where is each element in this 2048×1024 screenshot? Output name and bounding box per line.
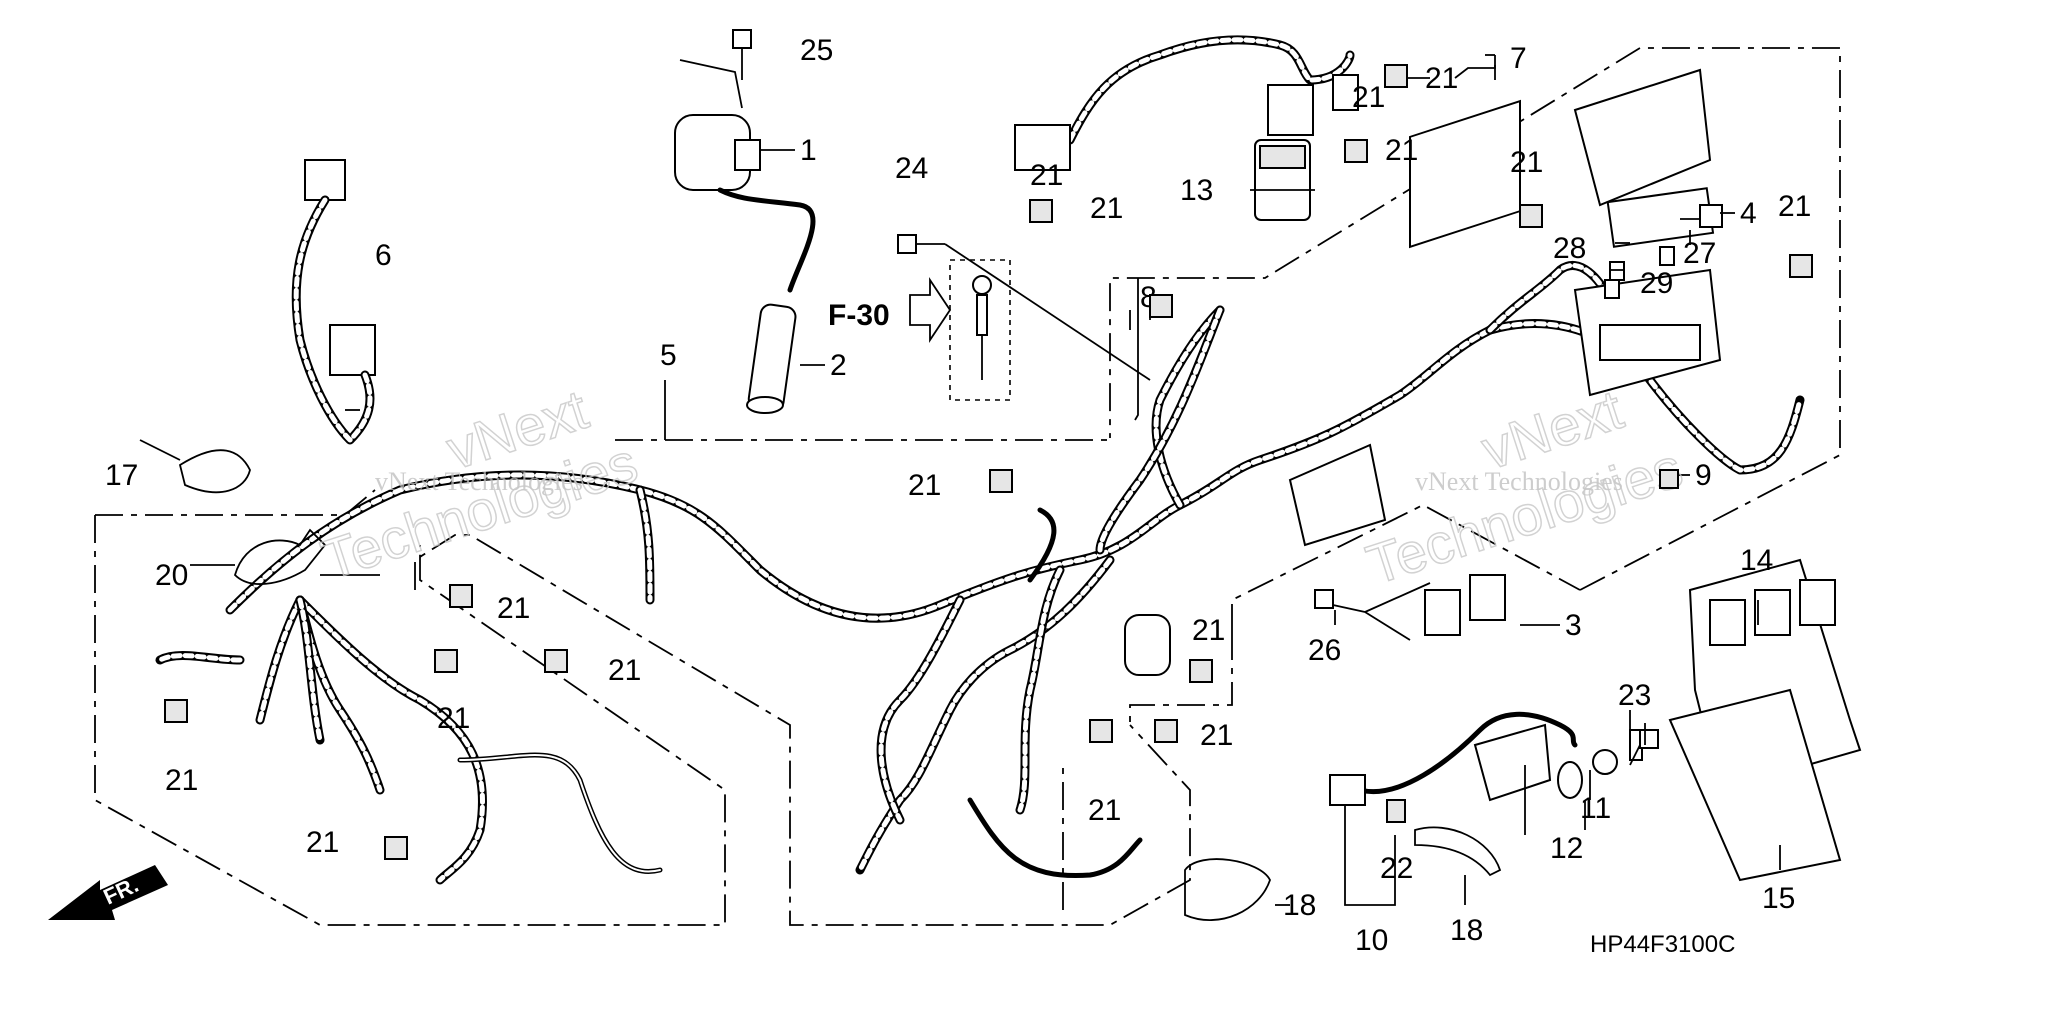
watermark-line-1: vNext Technologies (375, 467, 583, 496)
clip-21-f (989, 469, 1013, 493)
callout-7: 7 (1510, 42, 1527, 75)
callout-18-right: 18 (1450, 914, 1483, 947)
box-part-16 (1288, 443, 1387, 547)
callout-labels: 1 2 3 4 5 6 7 8 9 10 11 12 13 14 15 17 1… (105, 34, 1811, 958)
main-wire-harness (155, 260, 1805, 885)
callout-13: 13 (1180, 174, 1213, 207)
callout-21-k: 21 (306, 826, 339, 859)
clip-21-c (1029, 199, 1053, 223)
callout-21-l: 21 (1192, 614, 1225, 647)
callout-21-p: 21 (1352, 81, 1385, 114)
callout-4: 4 (1740, 197, 1757, 230)
relay-13 (1254, 139, 1311, 221)
callout-20: 20 (155, 559, 188, 592)
callout-12: 12 (1550, 832, 1583, 865)
clip-21-j (164, 699, 188, 723)
callout-25: 25 (800, 34, 833, 67)
clip-21-g (449, 584, 473, 608)
callout-21-o: 21 (1030, 159, 1063, 192)
callout-15: 15 (1762, 882, 1795, 915)
clips-21 (164, 64, 1813, 860)
ecu-15 (1668, 688, 1842, 882)
band-18-right (1414, 826, 1502, 877)
callout-21-f: 21 (908, 469, 941, 502)
callout-24: 24 (895, 152, 928, 185)
callout-6: 6 (375, 239, 392, 272)
callout-21-n: 21 (1088, 794, 1121, 827)
band-17 (178, 449, 251, 494)
f30-reference (909, 259, 1011, 401)
band-20 (233, 528, 327, 585)
spark-plug-cap (746, 303, 797, 414)
clip-21-i (434, 649, 458, 673)
callout-18-left: 18 (1283, 889, 1316, 922)
callout-21-c: 21 (1090, 192, 1123, 225)
callout-21-h: 21 (608, 654, 641, 687)
clip-8 (1149, 294, 1173, 318)
clip-21-a (1384, 64, 1408, 88)
callout-17: 17 (105, 459, 138, 492)
clip-22 (1386, 799, 1406, 823)
clip-21-n (1089, 719, 1113, 743)
callout-27: 27 (1683, 237, 1716, 270)
callout-21-i: 21 (437, 702, 470, 735)
clip-9 (1659, 469, 1679, 489)
callout-2: 2 (830, 349, 847, 382)
callout-21-d: 21 (1510, 146, 1543, 179)
front-arrow: FR. (48, 865, 168, 920)
sub-harness-7 (1014, 35, 1359, 171)
clip-21-k (384, 836, 408, 860)
sensor-12 (1473, 723, 1643, 802)
callout-14: 14 (1740, 544, 1773, 577)
callout-10: 10 (1355, 924, 1388, 957)
section-reference-f30: F-30 (828, 299, 890, 332)
callout-21-e: 21 (1778, 190, 1811, 223)
callout-21-b: 21 (1385, 134, 1418, 167)
condenser (1124, 614, 1171, 676)
clip-21-m (1154, 719, 1178, 743)
connector-10 (1329, 774, 1366, 806)
callout-3: 3 (1565, 609, 1582, 642)
clip-21-e (1789, 254, 1813, 278)
regulator-rectifier-3 (1409, 99, 1521, 636)
group-outlines (94, 47, 1841, 926)
sub-harness-6 (291, 159, 376, 445)
band-18-left (1184, 858, 1271, 921)
callout-22: 22 (1380, 852, 1413, 885)
ignition-coil (674, 114, 816, 293)
leader-lines (139, 54, 1781, 906)
callout-28: 28 (1553, 232, 1586, 265)
clip-21-l (1189, 659, 1213, 683)
callout-26: 26 (1308, 634, 1341, 667)
coil-bolt-25 (679, 29, 752, 109)
callout-29: 29 (1640, 267, 1673, 300)
callout-5: 5 (660, 339, 677, 372)
fuse-box (1573, 68, 1723, 397)
callout-1: 1 (800, 134, 817, 167)
callout-23: 23 (1618, 679, 1651, 712)
callout-11: 11 (1580, 792, 1611, 825)
bolt-26 (1314, 582, 1431, 641)
diagram-reference-code: HP44F3100C (1590, 931, 1735, 958)
clip-21-h (544, 649, 568, 673)
callout-21-m: 21 (1200, 719, 1233, 752)
callout-21-j: 21 (165, 764, 198, 797)
bolt-24 (897, 234, 1151, 381)
callout-21-g: 21 (497, 592, 530, 625)
clip-21-b (1344, 139, 1368, 163)
watermark-line-2: vNext Technologies (1415, 467, 1623, 496)
clip-21-d (1519, 204, 1543, 228)
callout-21-a: 21 (1425, 62, 1458, 95)
callout-9: 9 (1695, 459, 1712, 492)
